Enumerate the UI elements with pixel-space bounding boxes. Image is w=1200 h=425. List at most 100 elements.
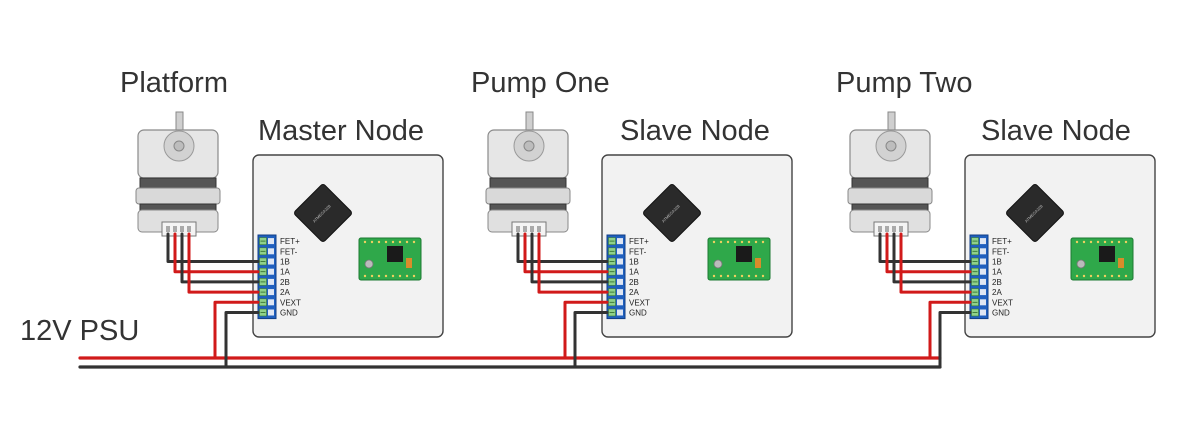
motor-shaft-end xyxy=(885,140,897,152)
motor-body xyxy=(847,187,933,205)
node-title: Slave Node xyxy=(981,115,1131,147)
motor-connector xyxy=(161,221,197,237)
terminal-pin-label: 2A xyxy=(280,288,290,297)
terminal-opening xyxy=(617,238,623,245)
terminal-pin-label: FET+ xyxy=(280,237,300,246)
terminal-opening xyxy=(980,248,986,255)
terminal-opening xyxy=(268,309,274,316)
driver-pot xyxy=(713,259,723,269)
motor-wire xyxy=(166,232,260,263)
driver-header-pin xyxy=(1103,240,1107,244)
power-wire-vext xyxy=(213,300,260,360)
motor-connector xyxy=(873,221,909,237)
driver-header-pin xyxy=(740,240,744,244)
terminal-pin-label: 1A xyxy=(280,268,290,277)
motor-wire xyxy=(892,232,972,284)
terminal-opening xyxy=(617,299,623,306)
terminal-opening xyxy=(268,258,274,265)
terminal-pin-label: VEXT xyxy=(629,298,650,307)
terminal-opening xyxy=(268,278,274,285)
terminal-pin-label: 2A xyxy=(629,288,639,297)
terminal-pin-label: FET- xyxy=(629,247,647,256)
driver-header-pin xyxy=(1075,240,1079,244)
terminal-opening xyxy=(617,258,623,265)
node-title: Slave Node xyxy=(620,115,770,147)
terminal-pin-label: 1B xyxy=(992,258,1002,267)
motor-wire xyxy=(537,232,609,294)
terminal-block xyxy=(969,234,989,320)
driver-header-pin xyxy=(719,240,723,244)
driver-pot xyxy=(1076,259,1086,269)
connector-pin xyxy=(523,226,527,232)
driver-header-pin xyxy=(370,274,374,278)
driver-header-pin xyxy=(363,240,367,244)
motor-title: Pump Two xyxy=(836,67,972,99)
driver-header-pin xyxy=(398,274,402,278)
driver-header-pin xyxy=(726,274,730,278)
stepper-driver-icon xyxy=(707,237,771,281)
driver-header-pin xyxy=(726,240,730,244)
driver-header-pin xyxy=(1096,274,1100,278)
terminal-block xyxy=(257,234,277,320)
terminal-opening xyxy=(268,289,274,296)
microcontroller-chip-icon: ATMEGA328 xyxy=(643,184,701,242)
chip-body xyxy=(1006,184,1064,242)
driver-cap xyxy=(406,258,412,268)
power-wire-gnd xyxy=(573,311,609,369)
terminal-pin-label: 2B xyxy=(992,278,1002,287)
driver-ic xyxy=(1099,246,1115,262)
driver-header-pin xyxy=(747,274,751,278)
driver-header-pin xyxy=(733,274,737,278)
driver-header-pin xyxy=(1082,240,1086,244)
driver-header-pin xyxy=(1110,240,1114,244)
driver-cap xyxy=(755,258,761,268)
motor-title: Pump One xyxy=(471,67,610,99)
connector-pin xyxy=(180,226,184,232)
chip-body xyxy=(294,184,352,242)
terminal-pin-label: 2B xyxy=(280,278,290,287)
terminal-opening xyxy=(617,309,623,316)
driver-header-pin xyxy=(761,274,765,278)
terminal-pin-label: GND xyxy=(629,309,647,318)
connector-pin xyxy=(516,226,520,232)
driver-header-pin xyxy=(412,240,416,244)
driver-header-pin xyxy=(1117,274,1121,278)
connector-pin xyxy=(537,226,541,232)
driver-header-pin xyxy=(719,274,723,278)
driver-ic xyxy=(736,246,752,262)
driver-header-pin xyxy=(412,274,416,278)
terminal-pin-label: FET- xyxy=(992,247,1010,256)
connector-pin xyxy=(899,226,903,232)
motor-wire xyxy=(180,232,260,284)
driver-header-pin xyxy=(712,274,716,278)
terminal-opening xyxy=(980,299,986,306)
microcontroller-chip-icon: ATMEGA328 xyxy=(1006,184,1064,242)
driver-header-pin xyxy=(1117,240,1121,244)
driver-header-pin xyxy=(391,240,395,244)
node-board xyxy=(252,154,444,338)
driver-header-pin xyxy=(384,240,388,244)
driver-header-pin xyxy=(384,274,388,278)
driver-header-pin xyxy=(1110,274,1114,278)
terminal-pin-label: 1A xyxy=(629,268,639,277)
connector-pin xyxy=(187,226,191,232)
motor-title: Platform xyxy=(120,67,228,99)
motor-wire xyxy=(187,232,260,294)
driver-header-pin xyxy=(363,274,367,278)
chip-body xyxy=(643,184,701,242)
connector-pin xyxy=(892,226,896,232)
driver-header-pin xyxy=(1096,240,1100,244)
driver-header-pin xyxy=(1103,274,1107,278)
motor-body xyxy=(139,177,217,189)
terminal-pin-label: VEXT xyxy=(992,298,1013,307)
motor-wire xyxy=(523,232,609,274)
motor-wire xyxy=(516,232,609,263)
driver-header-pin xyxy=(377,274,381,278)
stepper-motor-icon xyxy=(135,111,221,237)
stepper-driver-icon xyxy=(1070,237,1134,281)
terminal-pin-label: 2A xyxy=(992,288,1002,297)
